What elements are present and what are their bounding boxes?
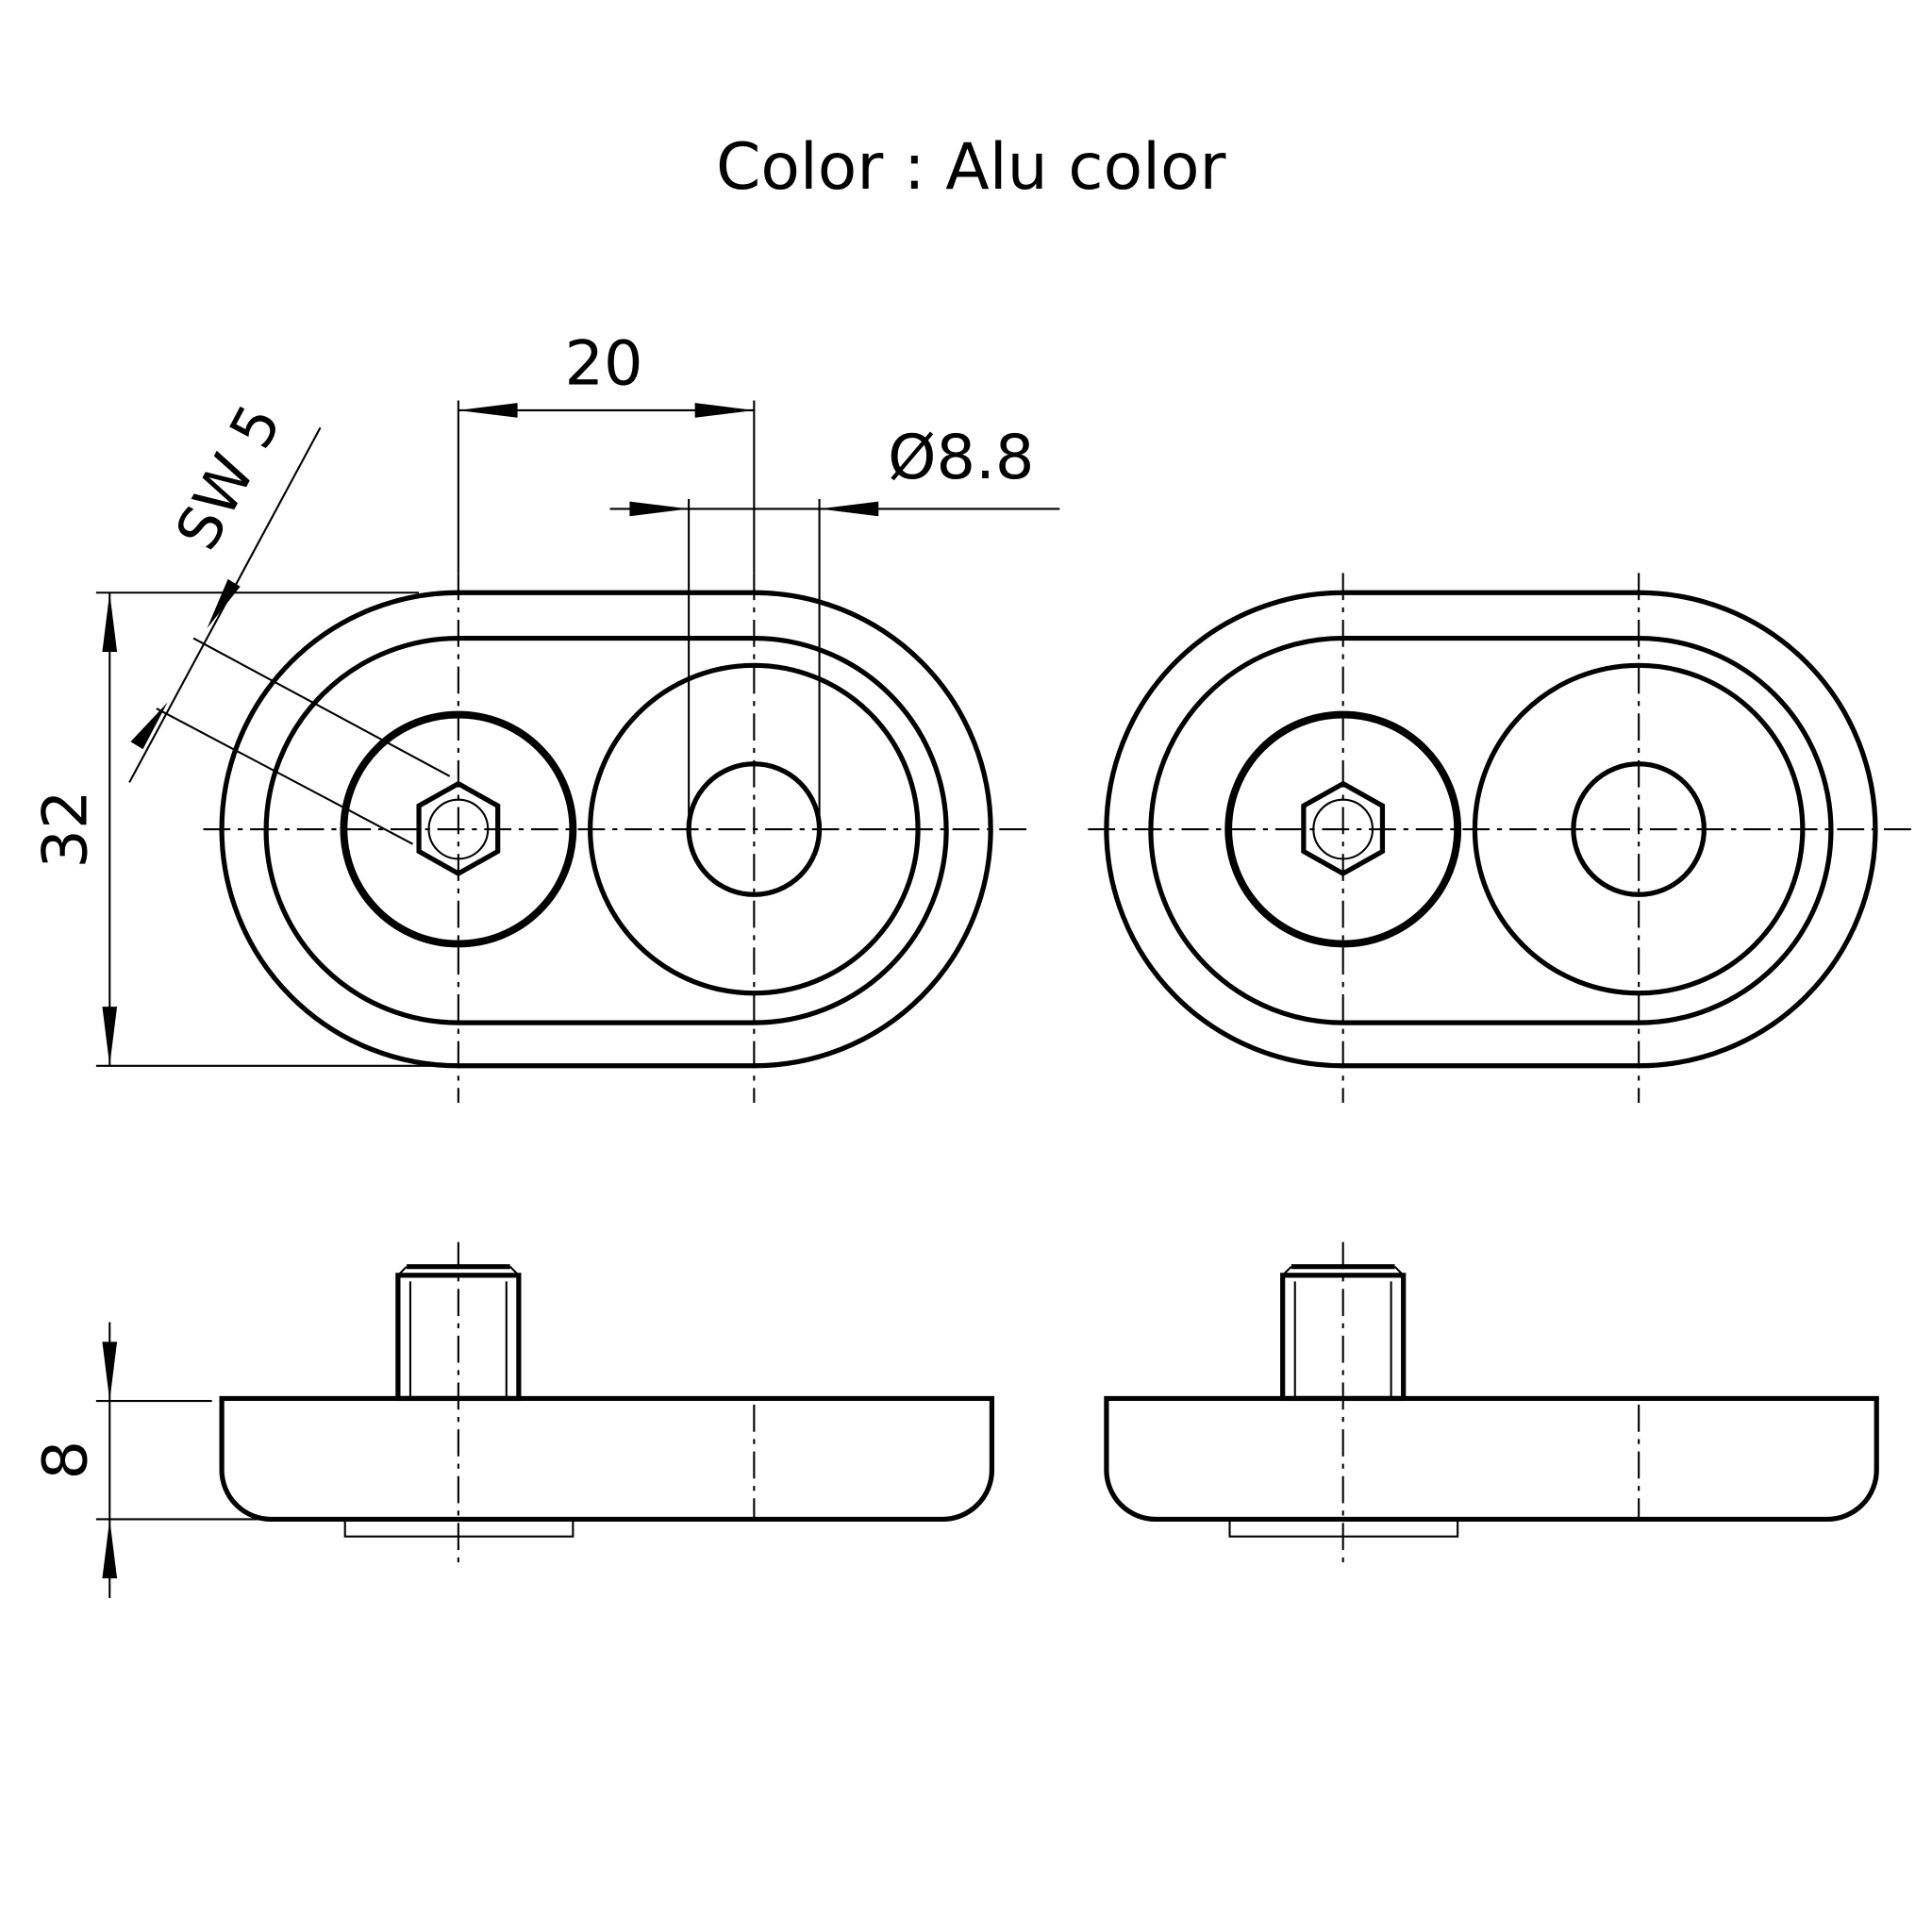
dimension-sw5-label: SW 5 (162, 393, 294, 560)
dimension-20-label: 20 (564, 328, 642, 400)
side-view-right (1107, 1242, 1876, 1565)
top-view-left (204, 573, 1029, 1103)
dimension-32: 32 (29, 591, 458, 1067)
dimension-diameter-label: Ø8.8 (888, 422, 1034, 493)
dimension-diameter: Ø8.8 (609, 422, 1060, 830)
dimension-32-label: 32 (29, 790, 101, 868)
dimension-8: 8 (29, 1322, 259, 1599)
dimension-8-label: 8 (29, 1441, 101, 1480)
side-view-left (222, 1242, 991, 1565)
color-title: Color : Alu color (716, 130, 1226, 205)
dimension-sw5: SW 5 (128, 393, 451, 845)
top-view-right (1088, 573, 1913, 1103)
dimension-20: 20 (457, 328, 756, 574)
